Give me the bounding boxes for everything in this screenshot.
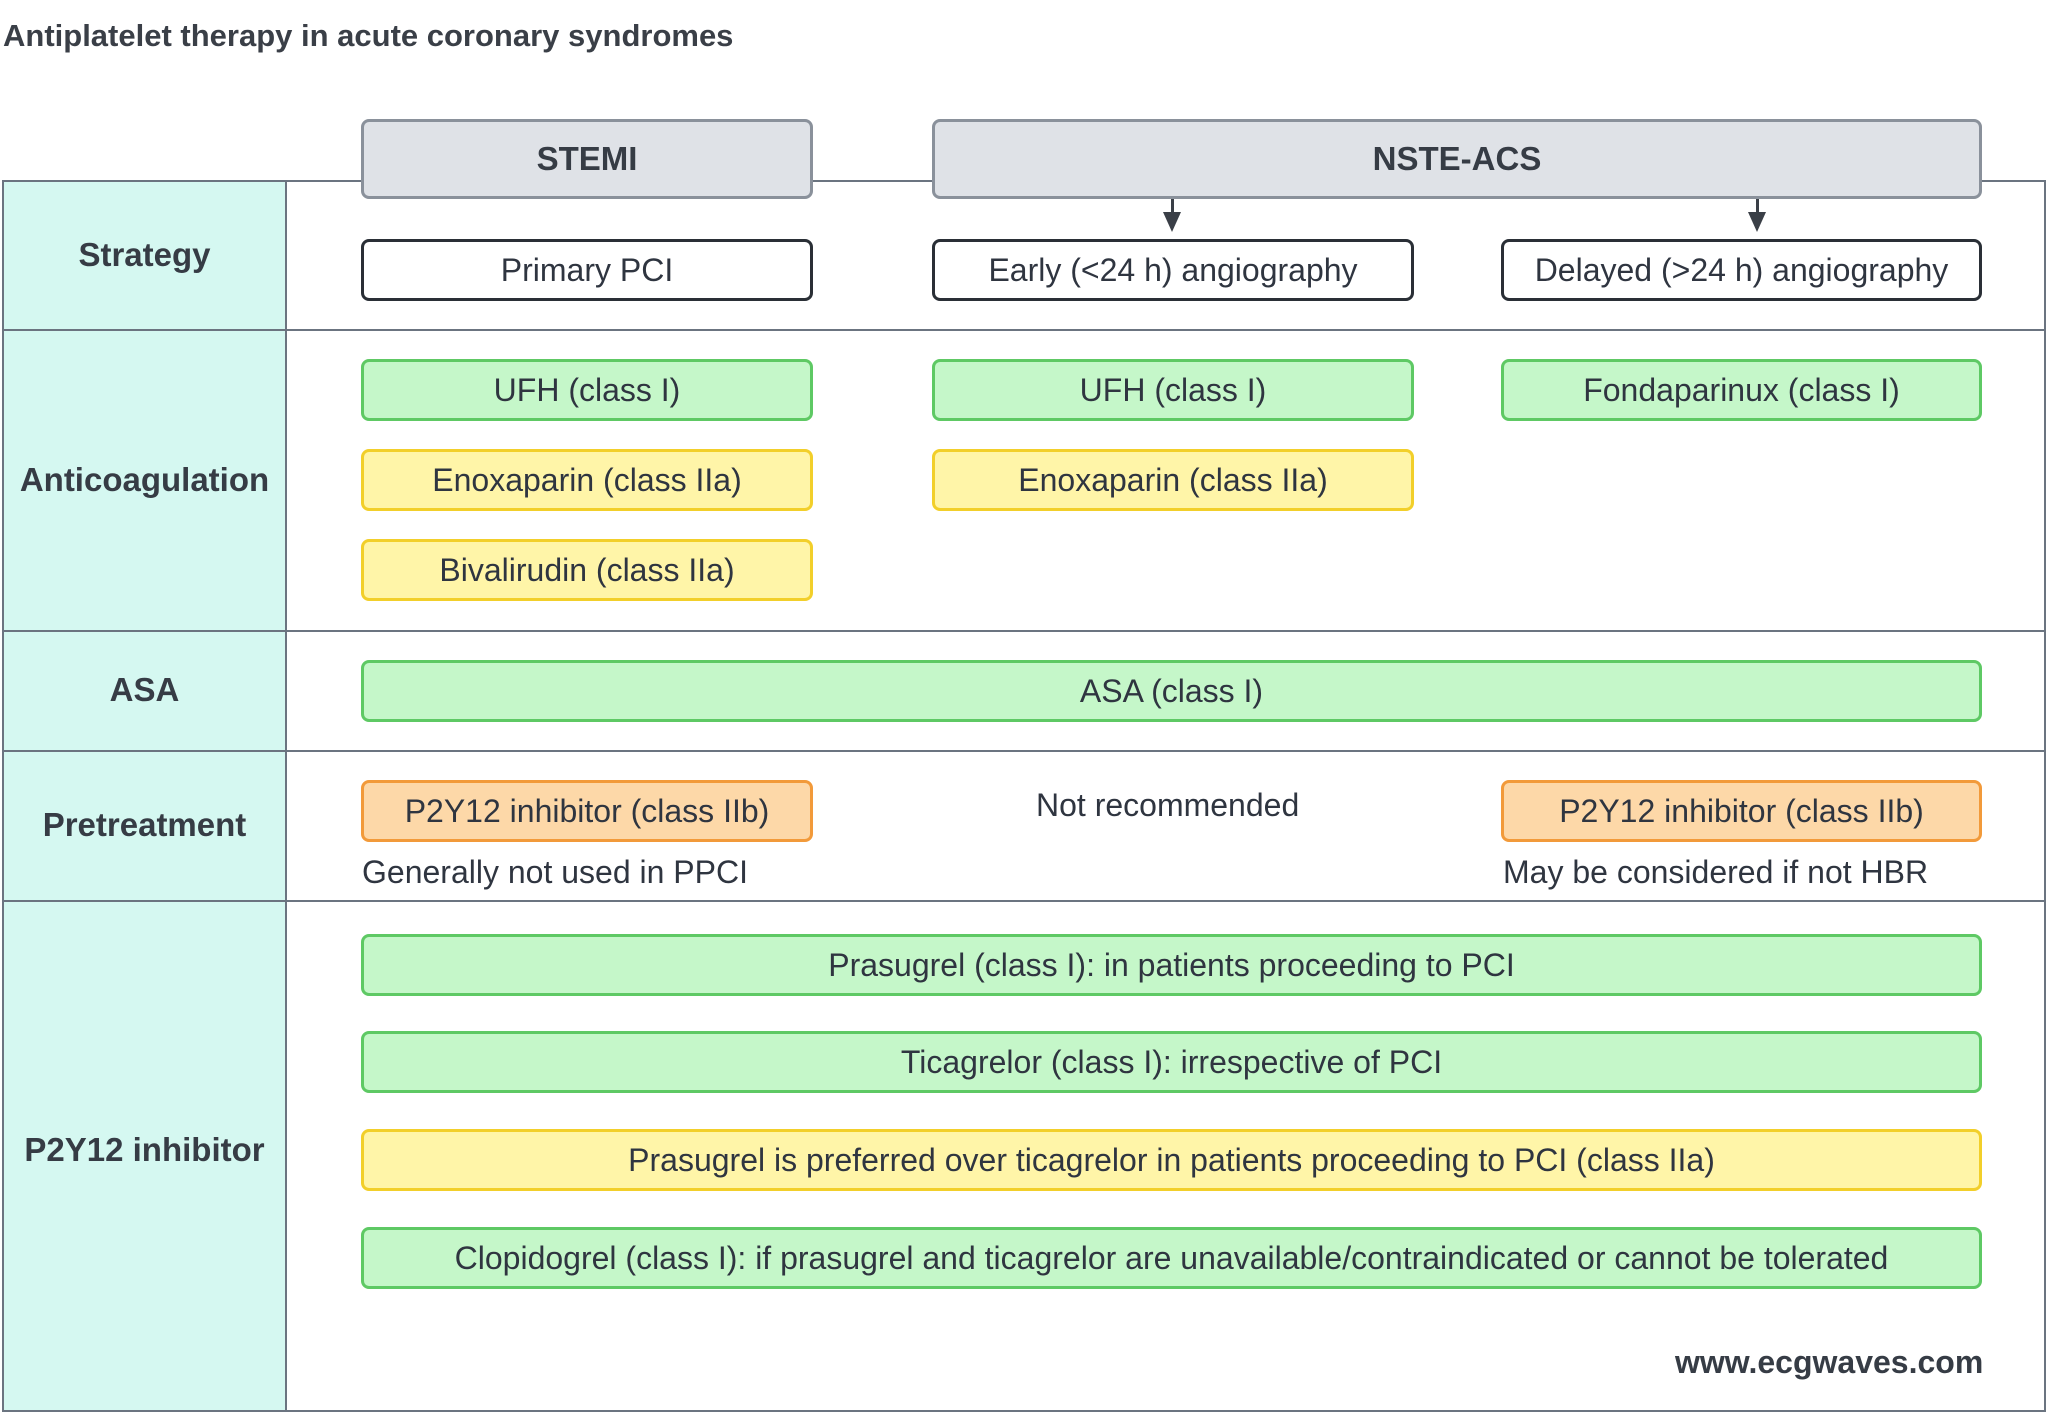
row-divider <box>2 750 2046 752</box>
stemi-pretreatment-box: P2Y12 inhibitor (class IIb) <box>361 780 813 842</box>
delayed-pretreatment-note: May be considered if not HBR <box>1503 854 1929 890</box>
delayed-pretreatment-box: P2Y12 inhibitor (class IIb) <box>1501 780 1982 842</box>
strategy-primary-pci: Primary PCI <box>361 239 813 301</box>
row-divider <box>2 630 2046 632</box>
clopidogrel-box: Clopidogrel (class I): if prasugrel and … <box>361 1227 1982 1289</box>
row-divider <box>2 900 2046 902</box>
prasugrel-preferred-box: Prasugrel is preferred over ticagrelor i… <box>361 1129 1982 1191</box>
strategy-delayed-angiography: Delayed (>24 h) angiography <box>1501 239 1982 301</box>
row-label-p2y12: P2Y12 inhibitor <box>24 1131 265 1168</box>
header-nste-acs: NSTE-ACS <box>932 119 1982 199</box>
row-label-pretreatment: Pretreatment <box>42 806 247 843</box>
arrow-down-icon <box>1748 212 1766 232</box>
row-divider <box>2 329 2046 331</box>
row-label-anticoagulation: Anticoagulation <box>19 460 270 498</box>
ticagrelor-box: Ticagrelor (class I): irrespective of PC… <box>361 1031 1982 1093</box>
arrow-stem <box>1756 199 1759 213</box>
asa-box: ASA (class I) <box>361 660 1982 722</box>
stemi-enoxaparin-box: Enoxaparin (class IIa) <box>361 449 813 511</box>
arrow-stem <box>1171 199 1174 213</box>
page-title: Antiplatelet therapy in acute coronary s… <box>3 18 734 53</box>
prasugrel-box: Prasugrel (class I): in patients proceed… <box>361 934 1982 996</box>
early-pretreatment-note: Not recommended <box>1036 787 1300 823</box>
header-stemi: STEMI <box>361 119 813 199</box>
stemi-pretreatment-note: Generally not used in PPCI <box>362 854 748 890</box>
stemi-bivalirudin-box: Bivalirudin (class IIa) <box>361 539 813 601</box>
row-label-asa: ASA <box>109 671 180 708</box>
early-ufh-box: UFH (class I) <box>932 359 1414 421</box>
delayed-fondaparinux-box: Fondaparinux (class I) <box>1501 359 1982 421</box>
stemi-ufh-box: UFH (class I) <box>361 359 813 421</box>
arrow-down-icon <box>1163 212 1181 232</box>
strategy-early-angiography: Early (<24 h) angiography <box>932 239 1414 301</box>
early-enoxaparin-box: Enoxaparin (class IIa) <box>932 449 1414 511</box>
credit-watermark: www.ecgwaves.com <box>1675 1344 1984 1380</box>
row-label-strategy: Strategy <box>78 235 211 273</box>
